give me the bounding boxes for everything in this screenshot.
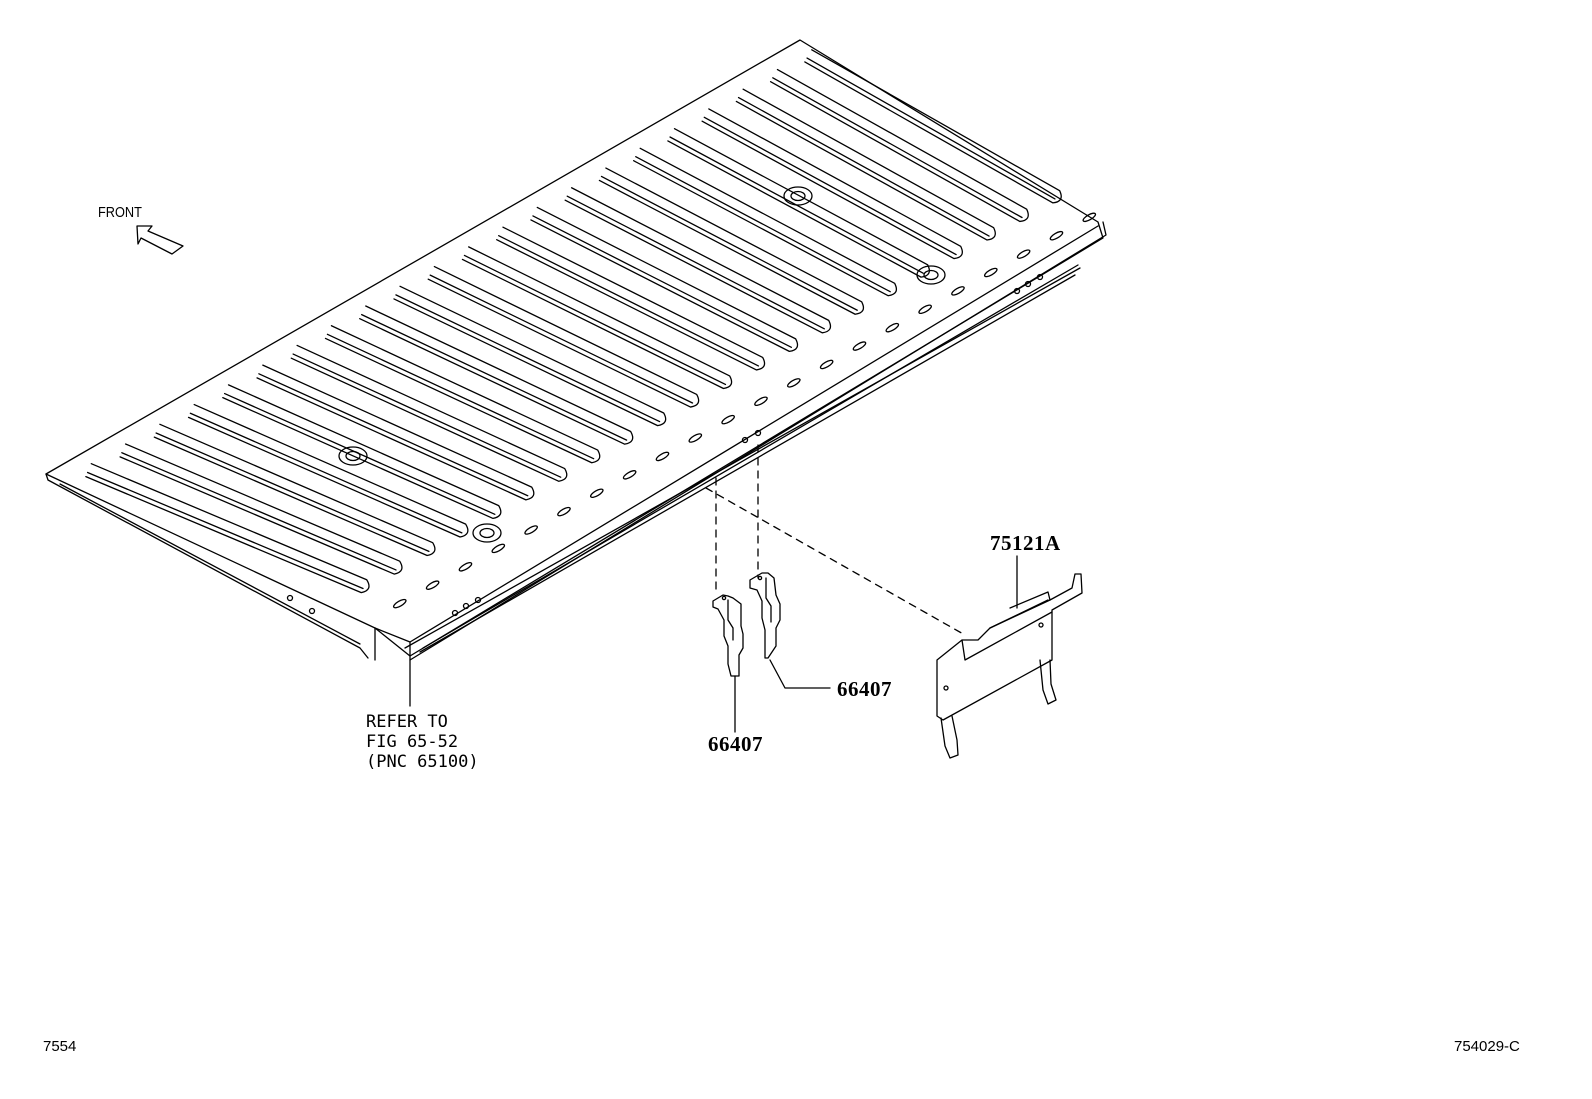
deck-rib-inner <box>326 333 595 460</box>
deck-bosses <box>338 186 946 543</box>
deck-slot <box>754 396 768 407</box>
deck-rib <box>393 285 667 427</box>
footer-right-code: 754029-C <box>1454 1038 1520 1055</box>
deck-rib-inner <box>189 412 463 534</box>
deck-rib-inner <box>395 294 661 423</box>
deck-rib-inner <box>463 254 727 386</box>
deck-rib-inner <box>737 96 990 237</box>
deck-rib-inner <box>429 274 694 404</box>
deck-slot <box>918 304 932 315</box>
deck-rib <box>496 226 766 371</box>
deck-rib <box>427 265 700 408</box>
deck-slot <box>557 506 571 517</box>
deck-slot <box>819 359 834 370</box>
deck-slot <box>1049 230 1064 241</box>
deck-slot <box>1016 249 1031 259</box>
assembly-lines <box>705 444 966 636</box>
clip-left <box>712 594 744 677</box>
deck-rib <box>735 88 996 241</box>
deck-slot <box>983 267 998 278</box>
reference-note: REFER TO FIG 65-52 (PNC 65100) <box>366 712 479 772</box>
deck-rib <box>461 246 733 390</box>
deck-slot <box>885 322 900 333</box>
deck-rib-inner <box>772 77 1023 219</box>
deck-slot <box>721 414 735 425</box>
deck-rib <box>667 127 930 278</box>
bracket-75121A <box>936 573 1083 759</box>
front-arrow-icon <box>136 225 184 255</box>
part-number-bracket: 75121A <box>990 531 1061 555</box>
deck-slot <box>655 451 670 462</box>
deck-rib <box>222 384 502 520</box>
deck-rib-inner <box>703 116 957 256</box>
deck-rib <box>256 364 535 501</box>
deck-rib-inner <box>635 156 891 293</box>
deck-slot <box>622 470 637 480</box>
deck-slots <box>392 212 1097 609</box>
flange-holes <box>286 273 1044 617</box>
deck-slot <box>524 525 538 535</box>
deck-rib-inner <box>361 313 628 441</box>
deck-rib <box>564 187 832 334</box>
deck-slot <box>392 598 407 609</box>
part-number-clip-right: 66407 <box>837 677 892 701</box>
deck-ribs <box>85 49 1062 594</box>
deck-panel <box>45 39 1107 661</box>
deck-rib-inner <box>566 195 825 330</box>
reference-line-2: FIG 65-52 <box>366 732 459 752</box>
reference-line-1: REFER TO <box>366 712 448 732</box>
deck-rib-inner <box>600 175 858 311</box>
part-number-clip-left: 66407 <box>708 732 763 756</box>
deck-rib <box>153 423 436 557</box>
deck-rib <box>359 305 634 445</box>
deck-rib <box>769 68 1029 223</box>
footer-left-code: 7554 <box>43 1038 77 1055</box>
front-label: FRONT <box>98 204 142 221</box>
deck-slot <box>852 341 867 351</box>
deck-rib <box>119 443 403 575</box>
deck-rib <box>804 49 1062 204</box>
deck-rib-inner <box>806 57 1056 200</box>
deck-slot <box>688 433 703 443</box>
deck-slot <box>458 562 473 572</box>
deck-rib-inner <box>86 471 364 590</box>
deck-rib <box>324 325 601 464</box>
deck-rib-inner <box>498 235 760 367</box>
deck-rib-inner <box>121 452 397 571</box>
deck-rib-inner <box>155 432 430 553</box>
deck-slot <box>589 488 604 498</box>
deck-slot <box>1082 212 1097 223</box>
deck-slot <box>491 543 506 554</box>
deck-rib-inner <box>292 353 562 478</box>
deck-rib-inner <box>258 373 529 497</box>
deck-slot <box>786 378 801 388</box>
deck-slot <box>951 286 965 296</box>
clip-right <box>749 572 781 659</box>
deck-rib <box>85 463 370 594</box>
deck-rib <box>701 108 963 260</box>
deck-rib-inner <box>532 215 793 349</box>
deck-rib <box>187 403 469 538</box>
leader-lines <box>409 555 1018 733</box>
reference-line-3: (PNC 65100) <box>366 752 479 772</box>
deck-rib <box>290 344 568 482</box>
deck-rib <box>632 147 897 297</box>
deck-slot <box>425 580 440 590</box>
deck-rib <box>598 167 865 315</box>
deck-rib <box>530 206 799 353</box>
